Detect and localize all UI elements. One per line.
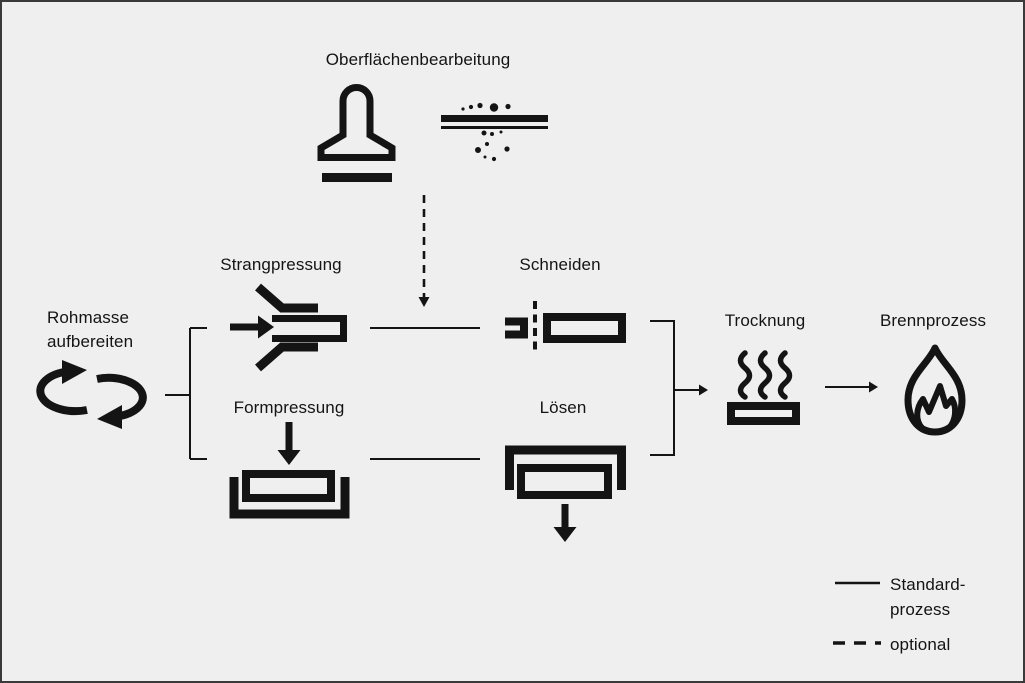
label-raw-preparation-line2: aufbereiten [47, 332, 134, 351]
connector-drying-firing-arrow [825, 381, 878, 393]
legend-standard-label: Standard- prozess [890, 572, 966, 622]
label-raw-preparation-line1: Rohmasse [47, 308, 130, 327]
wire-cut-icon [505, 301, 626, 353]
label-drying: Trocknung [724, 311, 806, 330]
label-firing: Brennprozess [879, 311, 987, 330]
sprinkled-surface-icon [441, 102, 548, 162]
merge-bracket-right [650, 320, 708, 456]
label-extrusion: Strangpressung [220, 255, 342, 274]
label-press-molding: Formpressung [233, 398, 345, 417]
extrusion-die-icon [230, 283, 347, 372]
legend-standard-label-line2: prozess [890, 600, 951, 619]
label-cutting: Schneiden [519, 255, 601, 274]
split-bracket-left [165, 327, 207, 460]
stamp-icon [317, 84, 396, 182]
press-mold-icon [229, 422, 350, 519]
flame-icon [904, 344, 966, 436]
mixing-cycle-icon [36, 360, 147, 429]
label-raw-preparation: Rohmasse aufbereiten [47, 306, 133, 354]
optional-connector-arrow [418, 195, 430, 307]
demolding-icon [505, 445, 626, 542]
label-surface-treatment: Oberflächenbearbeitung [325, 50, 511, 69]
label-demolding: Lösen [539, 398, 587, 417]
legend-standard-label-line1: Standard- [890, 575, 966, 594]
steam-drying-icon [727, 350, 800, 425]
legend-optional-label: optional [890, 635, 951, 654]
